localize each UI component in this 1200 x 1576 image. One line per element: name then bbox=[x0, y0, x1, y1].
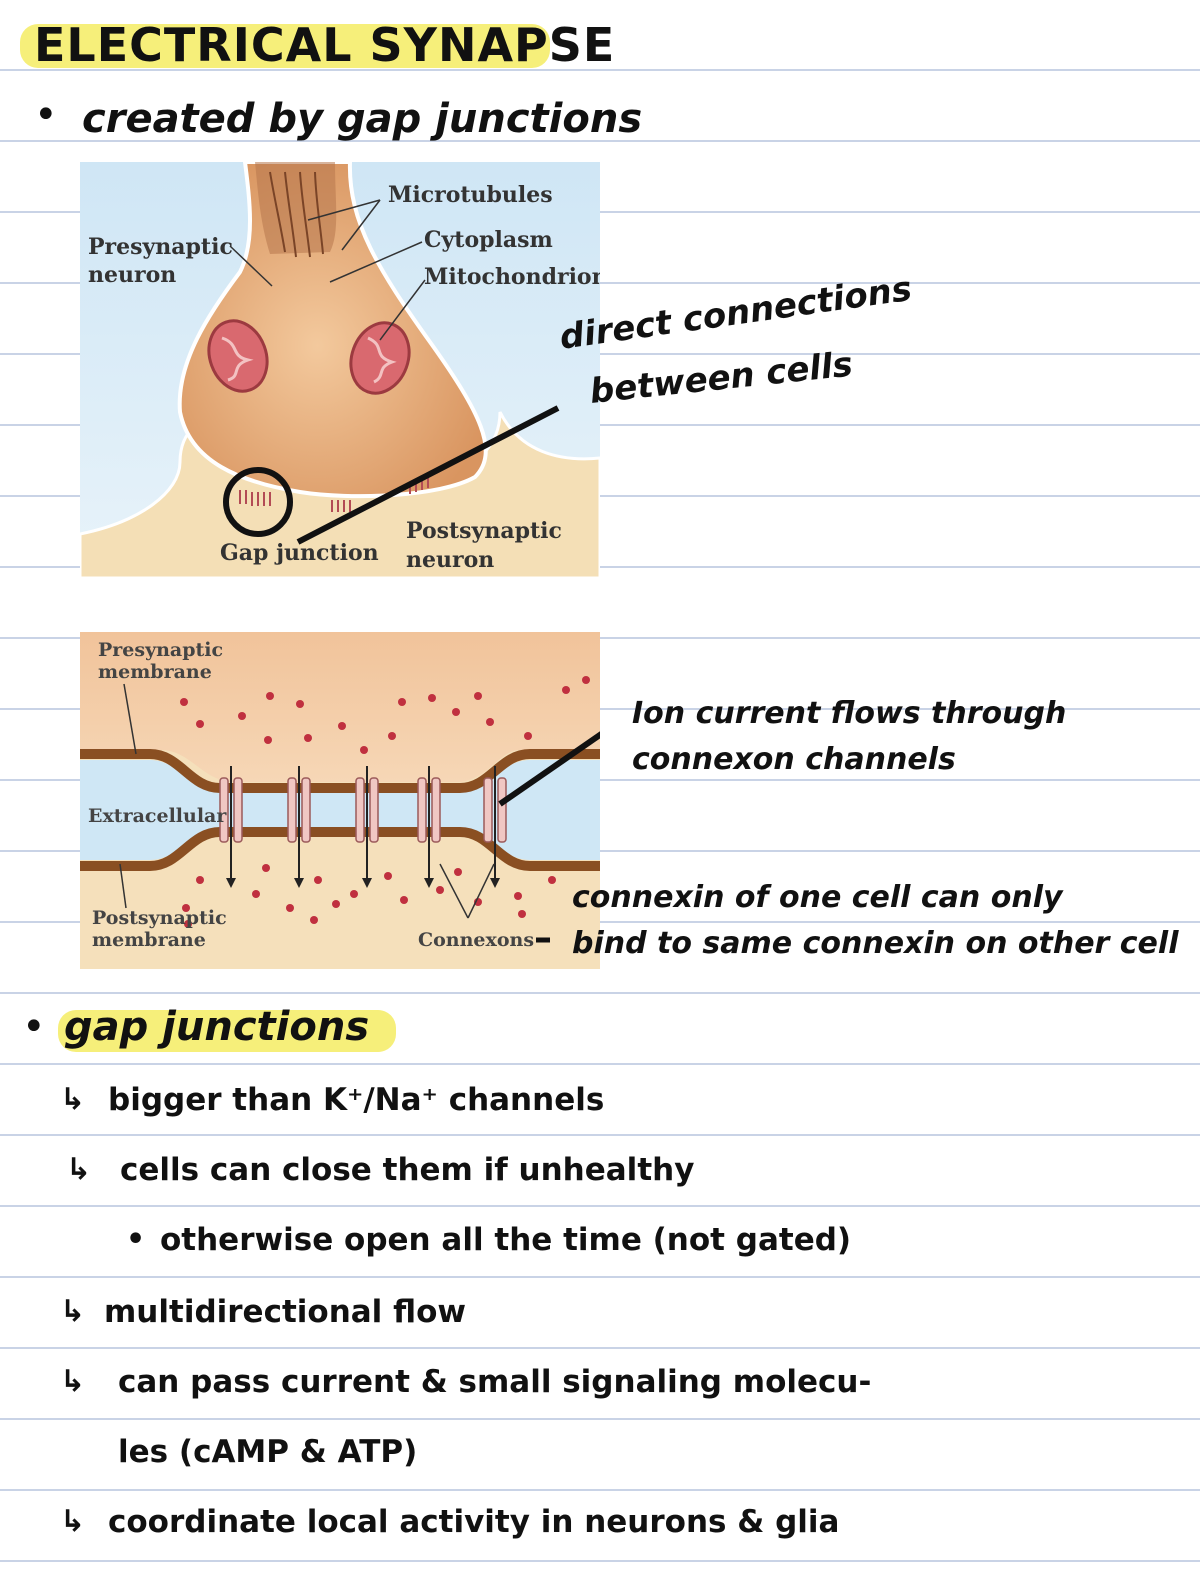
point-6: coordinate local activity in neurons & g… bbox=[108, 1504, 840, 1540]
figure-connexons: Presynaptic membrane Extracellular Posts… bbox=[80, 632, 600, 969]
figure-electrical-synapse: Microtubules Presynaptic neuron Cytoplas… bbox=[80, 162, 600, 578]
gap-junction-circle bbox=[223, 467, 293, 537]
label-extracellular: Extracellular bbox=[88, 805, 227, 827]
annotation-between-cells: between cells bbox=[587, 344, 855, 412]
point-arrow-4: ↳ bbox=[60, 1294, 86, 1329]
gap-junctions-highlight bbox=[58, 1010, 396, 1052]
connexon-illustration: Presynaptic membrane Extracellular Posts… bbox=[80, 632, 600, 969]
annotation-direct-connections: direct connections bbox=[557, 268, 915, 358]
point-4: multidirectional flow bbox=[104, 1294, 467, 1330]
bullet-dot-2: • bbox=[22, 1004, 46, 1050]
point-arrow-2: ↳ bbox=[66, 1152, 92, 1187]
mitochondrion-left bbox=[207, 319, 269, 393]
label-pre-membrane-1: Presynaptic bbox=[98, 639, 223, 661]
label-cytoplasm: Cytoplasm bbox=[424, 227, 553, 253]
label-post-membrane-2: membrane bbox=[92, 929, 206, 951]
page-title: ELECTRICAL SYNAPSE bbox=[34, 18, 616, 72]
point-5: can pass current & small signaling molec… bbox=[118, 1364, 872, 1400]
point-3: otherwise open all the time (not gated) bbox=[160, 1222, 852, 1258]
point-2: cells can close them if unhealthy bbox=[120, 1152, 695, 1188]
label-microtubules: Microtubules bbox=[388, 182, 553, 208]
label-postsynaptic-1: Postsynaptic bbox=[406, 518, 562, 544]
annotation-connexin-1: connexin of one cell can only bbox=[572, 880, 1063, 915]
bullet-dot: • bbox=[34, 92, 58, 138]
annotation-ion-current: Ion current flows through bbox=[632, 696, 1067, 731]
bullet-gap-junctions: gap junctions bbox=[64, 1004, 370, 1050]
point-arrow-6: ↳ bbox=[60, 1504, 86, 1539]
label-postsynaptic-2: neuron bbox=[406, 547, 494, 573]
label-presynaptic-2: neuron bbox=[88, 262, 176, 288]
point-arrow-5: ↳ bbox=[60, 1364, 86, 1399]
point-5-cont: les (cAMP & ATP) bbox=[118, 1434, 418, 1470]
title-highlight bbox=[20, 24, 550, 68]
label-post-membrane-1: Postsynaptic bbox=[92, 907, 227, 929]
annotation-connexon-channels: connexon channels bbox=[632, 742, 956, 777]
label-gap-junction: Gap junction bbox=[220, 540, 379, 566]
label-connexons: Connexons bbox=[418, 929, 534, 951]
point-arrow-1: ↳ bbox=[60, 1082, 86, 1117]
synapse-illustration: Microtubules Presynaptic neuron Cytoplas… bbox=[80, 162, 600, 578]
label-presynaptic-1: Presynaptic bbox=[88, 234, 233, 260]
point-1: bigger than K⁺/Na⁺ channels bbox=[108, 1082, 605, 1118]
point-dot-3: • bbox=[126, 1222, 146, 1257]
label-mitochondrion: Mitochondrion bbox=[424, 264, 600, 290]
label-pre-membrane-2: membrane bbox=[98, 661, 212, 683]
bullet-created-by: created by gap junctions bbox=[82, 96, 643, 142]
annotation-connexin-2: bind to same connexin on other cell bbox=[572, 926, 1179, 961]
